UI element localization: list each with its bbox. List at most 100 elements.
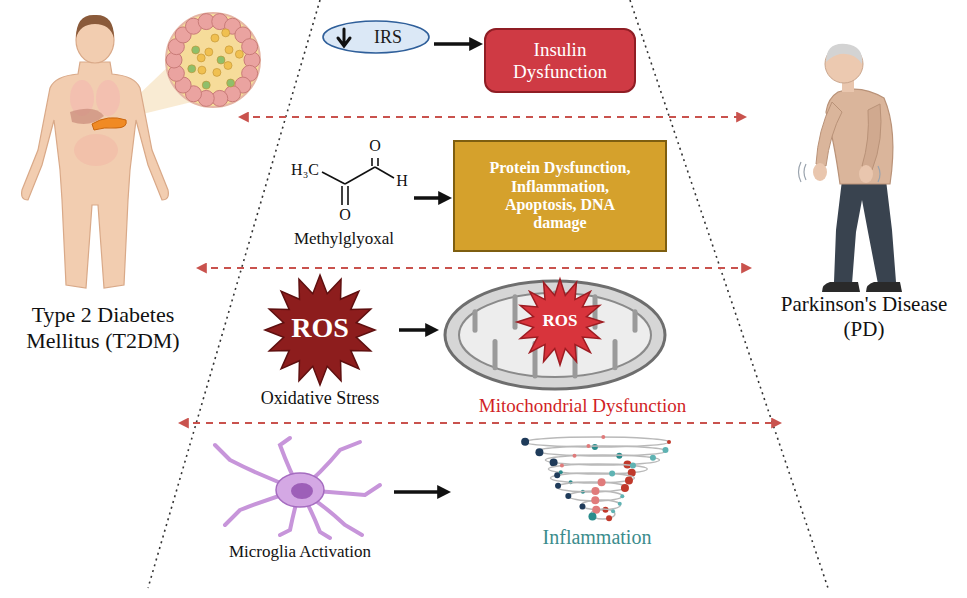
- node-text: Microglia Activation: [229, 542, 371, 562]
- grey-hair: [826, 44, 862, 64]
- cytokine-dot: [630, 462, 636, 468]
- disease-label: Parkinson's Disease (PD): [768, 292, 960, 342]
- cytokine-dot: [588, 512, 596, 520]
- atom-label: H₃C: [291, 160, 319, 179]
- swirl-node: Inflammation: [452, 432, 742, 557]
- tremor-mark: [878, 166, 880, 182]
- node-text: Inflammation: [543, 526, 652, 549]
- pancreas: [92, 118, 126, 130]
- star-node: ROSOxidative Stress: [245, 272, 395, 414]
- connector-arrow: [414, 196, 448, 200]
- disease-label: Type 2 Diabetes Mellitus (T2DM): [3, 302, 203, 355]
- arm: [862, 104, 881, 170]
- islet-granule: [225, 46, 233, 54]
- human-figure: [22, 13, 260, 288]
- starburst: [517, 279, 603, 365]
- cytokine-dot: [625, 476, 633, 484]
- label-anchor: O: [369, 136, 381, 155]
- star-node: ROS: [515, 281, 605, 363]
- double-arrow: [198, 267, 750, 269]
- molecule-bonds: [322, 158, 394, 205]
- label-anchor: Parkinson's Disease (PD): [768, 292, 960, 342]
- label-anchor: H: [396, 171, 408, 190]
- double-bond: [371, 158, 373, 166]
- bond: [322, 172, 345, 184]
- cytokine-dot: [592, 444, 598, 450]
- cytokine-dot: [550, 459, 558, 467]
- node-text: ROS: [543, 311, 578, 331]
- islet-granule: [213, 68, 221, 76]
- islet-granule: [235, 50, 243, 58]
- islet-granule: [188, 65, 196, 73]
- islet-granule: [197, 54, 205, 62]
- cytokine-dot: [521, 438, 529, 446]
- islet-granule: [224, 61, 232, 69]
- node-text: Insulin Dysfunction: [496, 39, 624, 83]
- cell-body: [276, 473, 324, 507]
- double-bond: [341, 186, 343, 205]
- crista: [473, 312, 478, 331]
- tremor-marks: [799, 162, 881, 182]
- tremor-mark: [799, 162, 802, 182]
- label-anchor: O: [339, 205, 351, 224]
- cytokine-dot: [601, 435, 605, 439]
- shirt: [826, 89, 893, 184]
- hand: [859, 165, 873, 183]
- connector-arrow: [399, 328, 435, 332]
- cell-nucleus: [291, 483, 313, 499]
- node-text: Methylglyoxal: [294, 229, 394, 249]
- node-text: Protein Dysfunction, Inflammation, Apopt…: [477, 159, 643, 233]
- cytokine-dot: [611, 509, 615, 513]
- shoe: [822, 282, 860, 292]
- islet-granule: [198, 66, 206, 74]
- hand: [813, 163, 827, 181]
- cytokine-dot: [618, 502, 622, 506]
- cytokine-dot: [606, 515, 612, 521]
- starburst: [265, 275, 375, 385]
- cytokine-dot: [620, 494, 624, 498]
- bond: [375, 167, 394, 178]
- cytokine-dot: [573, 454, 577, 458]
- cytokine-dot: [650, 455, 656, 461]
- double-arrow: [240, 116, 745, 118]
- islet-granule: [227, 79, 235, 87]
- node-caption: Oxidative Stress: [261, 388, 380, 409]
- ellipse-node: IRS: [322, 20, 430, 54]
- node-text: IRS: [374, 27, 402, 48]
- label-anchor: H₃C: [291, 160, 319, 179]
- cytokine-dot: [554, 472, 560, 478]
- node-text: Mitochondrial Dysfunction: [479, 395, 686, 417]
- cytokine-dot: [555, 483, 561, 489]
- bond: [345, 167, 375, 184]
- cytokine-dot: [565, 493, 571, 499]
- cytokine-dot: [662, 447, 668, 453]
- cytokine-dot: [598, 478, 606, 486]
- crista: [633, 312, 638, 331]
- down-arrow-symbol: [338, 29, 350, 46]
- islet-granule: [192, 46, 200, 54]
- microglia-node: Microglia Activation: [210, 436, 390, 566]
- cytokine-dot: [591, 487, 599, 495]
- body-silhouette: [22, 62, 169, 288]
- islet-circle: [166, 13, 260, 107]
- cytokine-dot: [579, 504, 585, 510]
- tremor-mark: [804, 164, 806, 180]
- lung: [96, 80, 120, 116]
- islet-cells: [166, 14, 260, 107]
- islet-granule: [217, 56, 225, 64]
- atom-label: O: [369, 136, 381, 155]
- process-box: Insulin Dysfunction: [484, 28, 636, 93]
- divider-lines: [148, 0, 828, 588]
- cytokine-dot: [586, 444, 590, 448]
- intestine: [74, 134, 118, 166]
- crista: [613, 342, 618, 368]
- crista: [493, 342, 498, 368]
- cytokine-dot: [621, 484, 629, 492]
- connector-arrow: [394, 490, 447, 494]
- process-box: Protein Dysfunction, Inflammation, Apopt…: [453, 140, 667, 252]
- double-bond: [377, 158, 379, 166]
- double-arrow: [180, 422, 780, 424]
- arm: [816, 102, 842, 166]
- label-anchor: Type 2 Diabetes Mellitus (T2DM): [3, 302, 203, 355]
